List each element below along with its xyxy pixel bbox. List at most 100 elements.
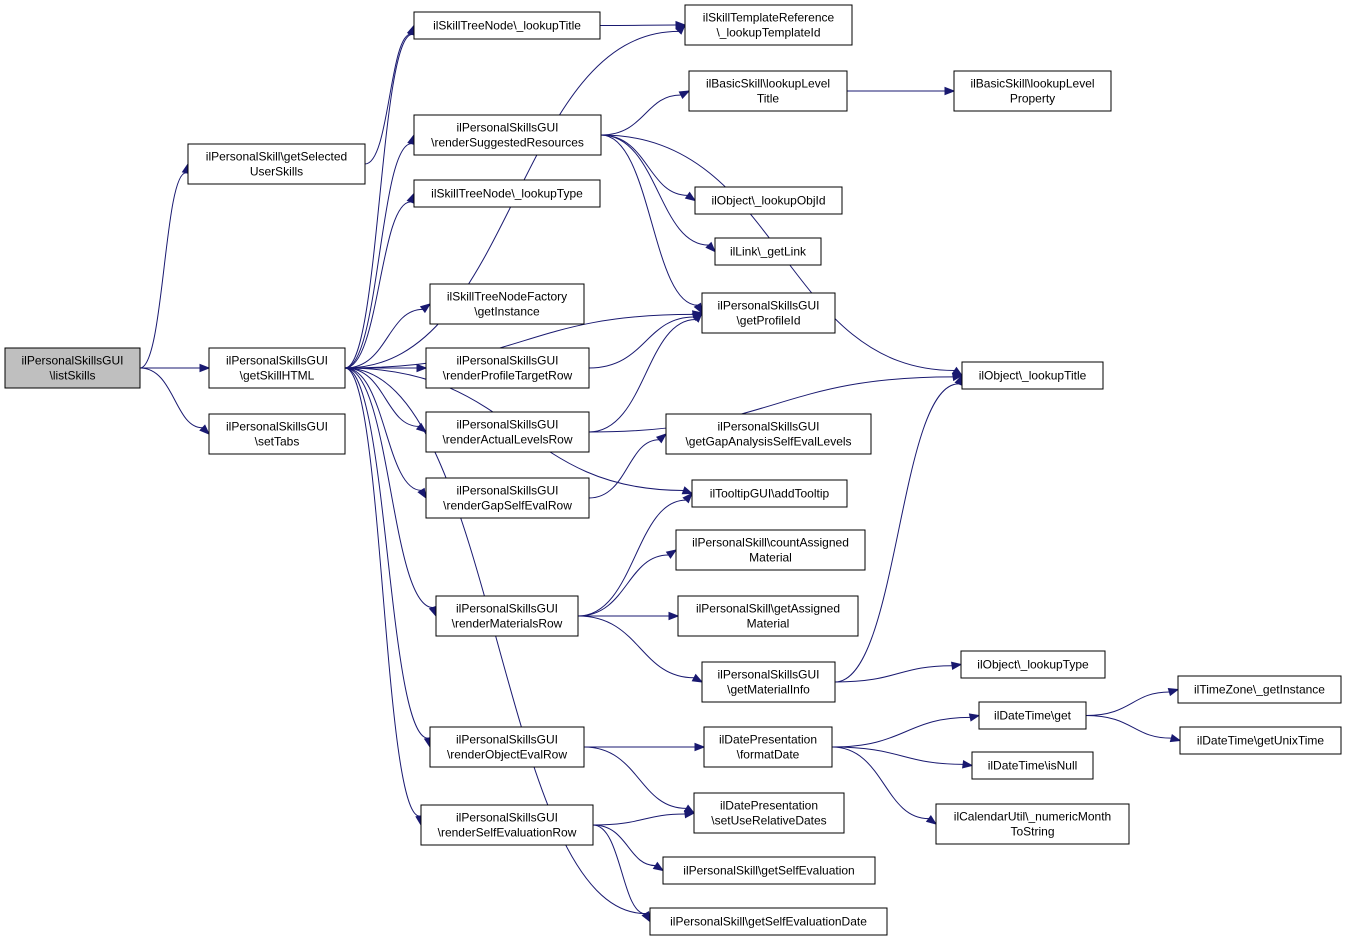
graph-node-n2[interactable]: ilPersonalSkillsGUI\getSkillHTML	[208, 347, 346, 389]
graph-node-n6[interactable]: ilPersonalSkillsGUI\renderSuggestedResou…	[413, 114, 602, 156]
node-label: Material	[749, 551, 792, 565]
graph-node-n14[interactable]: ilPersonalSkillsGUI\renderSelfEvaluation…	[420, 804, 594, 846]
edge-n12-n23	[577, 549, 678, 617]
graph-node-n3[interactable]: ilPersonalSkillsGUI\setTabs	[208, 413, 346, 455]
arrowhead	[652, 861, 665, 872]
arrowhead	[668, 611, 680, 621]
graph-node-n8[interactable]: ilSkillTreeNodeFactory\getInstance	[429, 283, 585, 325]
graph-node-n12[interactable]: ilPersonalSkillsGUI\renderMaterialsRow	[435, 595, 579, 637]
graph-node-n0[interactable]: ilPersonalSkillsGUI\listSkills	[4, 347, 141, 389]
node-label: ilSkillTreeNode\_lookupType	[431, 187, 583, 201]
graph-node-n4[interactable]: ilSkillTreeNode\_lookupTitle	[413, 11, 601, 40]
arrowhead	[678, 90, 691, 100]
node-box	[665, 413, 872, 455]
node-box	[675, 529, 866, 571]
node-label: ilDateTime\get	[994, 709, 1072, 723]
arrowhead	[681, 486, 694, 495]
graph-node-n18[interactable]: ilLink\_getLink	[714, 237, 822, 266]
graph-node-n31[interactable]: ilDateTime\get	[978, 701, 1087, 730]
node-box	[1179, 726, 1342, 755]
node-label: \setTabs	[255, 435, 300, 449]
edge-n2-n11	[344, 367, 427, 500]
graph-node-n28[interactable]: ilDatePresentation\setUseRelativeDates	[693, 792, 845, 834]
edge-n27-n31	[831, 713, 981, 748]
node-box	[662, 856, 876, 885]
graph-node-n35[interactable]: ilDateTime\getUnixTime	[1179, 726, 1342, 755]
node-box	[691, 479, 848, 508]
node-box	[694, 186, 843, 215]
node-label: \getInstance	[474, 305, 540, 319]
arrowhead	[682, 492, 693, 504]
edge-n0-n3	[139, 367, 210, 435]
graph-node-n26[interactable]: ilObject\_lookupType	[960, 650, 1106, 679]
edge-n25-n26	[834, 661, 963, 683]
graph-node-n32[interactable]: ilDateTime\isNull	[971, 751, 1094, 780]
graph-node-n30[interactable]: ilPersonalSkill\getSelfEvaluationDate	[649, 907, 888, 936]
edge-n1-n4	[364, 24, 415, 165]
node-label: \renderSuggestedResources	[431, 136, 584, 150]
arrowhead	[951, 661, 963, 670]
arrowhead	[944, 86, 956, 96]
node-label: \setUseRelativeDates	[711, 814, 826, 828]
graph-node-n27[interactable]: ilDatePresentation\formatDate	[703, 726, 833, 768]
node-label: ilPersonalSkill\getSelfEvaluation	[683, 864, 854, 878]
edge-n2-n8	[344, 303, 432, 369]
node-box	[953, 70, 1112, 112]
edge-n6-n18	[600, 134, 716, 253]
node-label: ilObject\_lookupObjId	[711, 194, 825, 208]
graph-node-n17[interactable]: ilObject\_lookupObjId	[694, 186, 843, 215]
graph-node-n22[interactable]: ilTooltipGUI\addTooltip	[691, 479, 848, 508]
node-label: ilDateTime\getUnixTime	[1197, 734, 1324, 748]
edge-n15-n16	[847, 86, 956, 96]
graph-node-n20[interactable]: ilObject\_lookupTitle	[961, 361, 1104, 390]
node-label: \listSkills	[49, 369, 95, 383]
node-box	[978, 701, 1087, 730]
graph-node-n25[interactable]: ilPersonalSkillsGUI\getMaterialInfo	[701, 661, 836, 703]
node-label: \getProfileId	[736, 314, 800, 328]
edge-n6-n17	[600, 134, 697, 202]
edge-n27-n32	[831, 746, 974, 769]
arrowhead	[665, 549, 678, 559]
arrowhead	[419, 303, 432, 314]
arrowhead	[692, 311, 703, 323]
graph-node-n9[interactable]: ilPersonalSkillsGUI\renderProfileTargetR…	[425, 347, 590, 389]
arrowhead	[968, 713, 981, 722]
node-label: Property	[1010, 92, 1055, 106]
graph-node-n34[interactable]: ilTimeZone\_getInstance	[1177, 675, 1342, 704]
node-label: \renderMaterialsRow	[452, 617, 563, 631]
node-label: ilPersonalSkillsGUI	[456, 484, 558, 498]
graph-node-n11[interactable]: ilPersonalSkillsGUI\renderGapSelfEvalRow	[425, 477, 590, 519]
edge-n12-n25	[577, 615, 704, 683]
edge-n2-n6	[344, 133, 416, 369]
graph-node-n7[interactable]: ilSkillTreeNode\_lookupType	[413, 179, 601, 208]
node-box	[701, 292, 836, 334]
edge-n27-n33	[831, 746, 938, 825]
edge-n12-n24	[577, 611, 680, 621]
node-label: ToString	[1010, 825, 1054, 839]
graph-node-n5[interactable]: ilSkillTemplateReference\_lookupTemplate…	[684, 4, 853, 46]
graph-node-n10[interactable]: ilPersonalSkillsGUI\renderActualLevelsRo…	[425, 411, 590, 453]
node-box	[413, 11, 601, 40]
graph-node-n21[interactable]: ilPersonalSkillsGUI\getGapAnalysisSelfEv…	[665, 413, 872, 455]
node-box	[677, 595, 859, 637]
edge-n10-n20	[588, 372, 964, 433]
node-label: ilPersonalSkillsGUI	[226, 354, 328, 368]
arrowhead	[694, 742, 706, 752]
graph-node-n13[interactable]: ilPersonalSkillsGUI\renderObjectEvalRow	[429, 726, 585, 768]
node-box	[425, 347, 590, 389]
graph-node-n19[interactable]: ilPersonalSkillsGUI\getProfileId	[701, 292, 836, 334]
node-label: ilPersonalSkillsGUI	[456, 602, 558, 616]
node-box	[413, 114, 602, 156]
node-label: \getGapAnalysisSelfEvalLevels	[685, 435, 851, 449]
graph-node-n29[interactable]: ilPersonalSkill\getSelfEvaluation	[662, 856, 876, 885]
node-box	[4, 347, 141, 389]
edge-n13-n28	[583, 746, 696, 814]
edge-n6-n15	[600, 90, 691, 136]
node-label: ilPersonalSkillsGUI	[456, 811, 558, 825]
